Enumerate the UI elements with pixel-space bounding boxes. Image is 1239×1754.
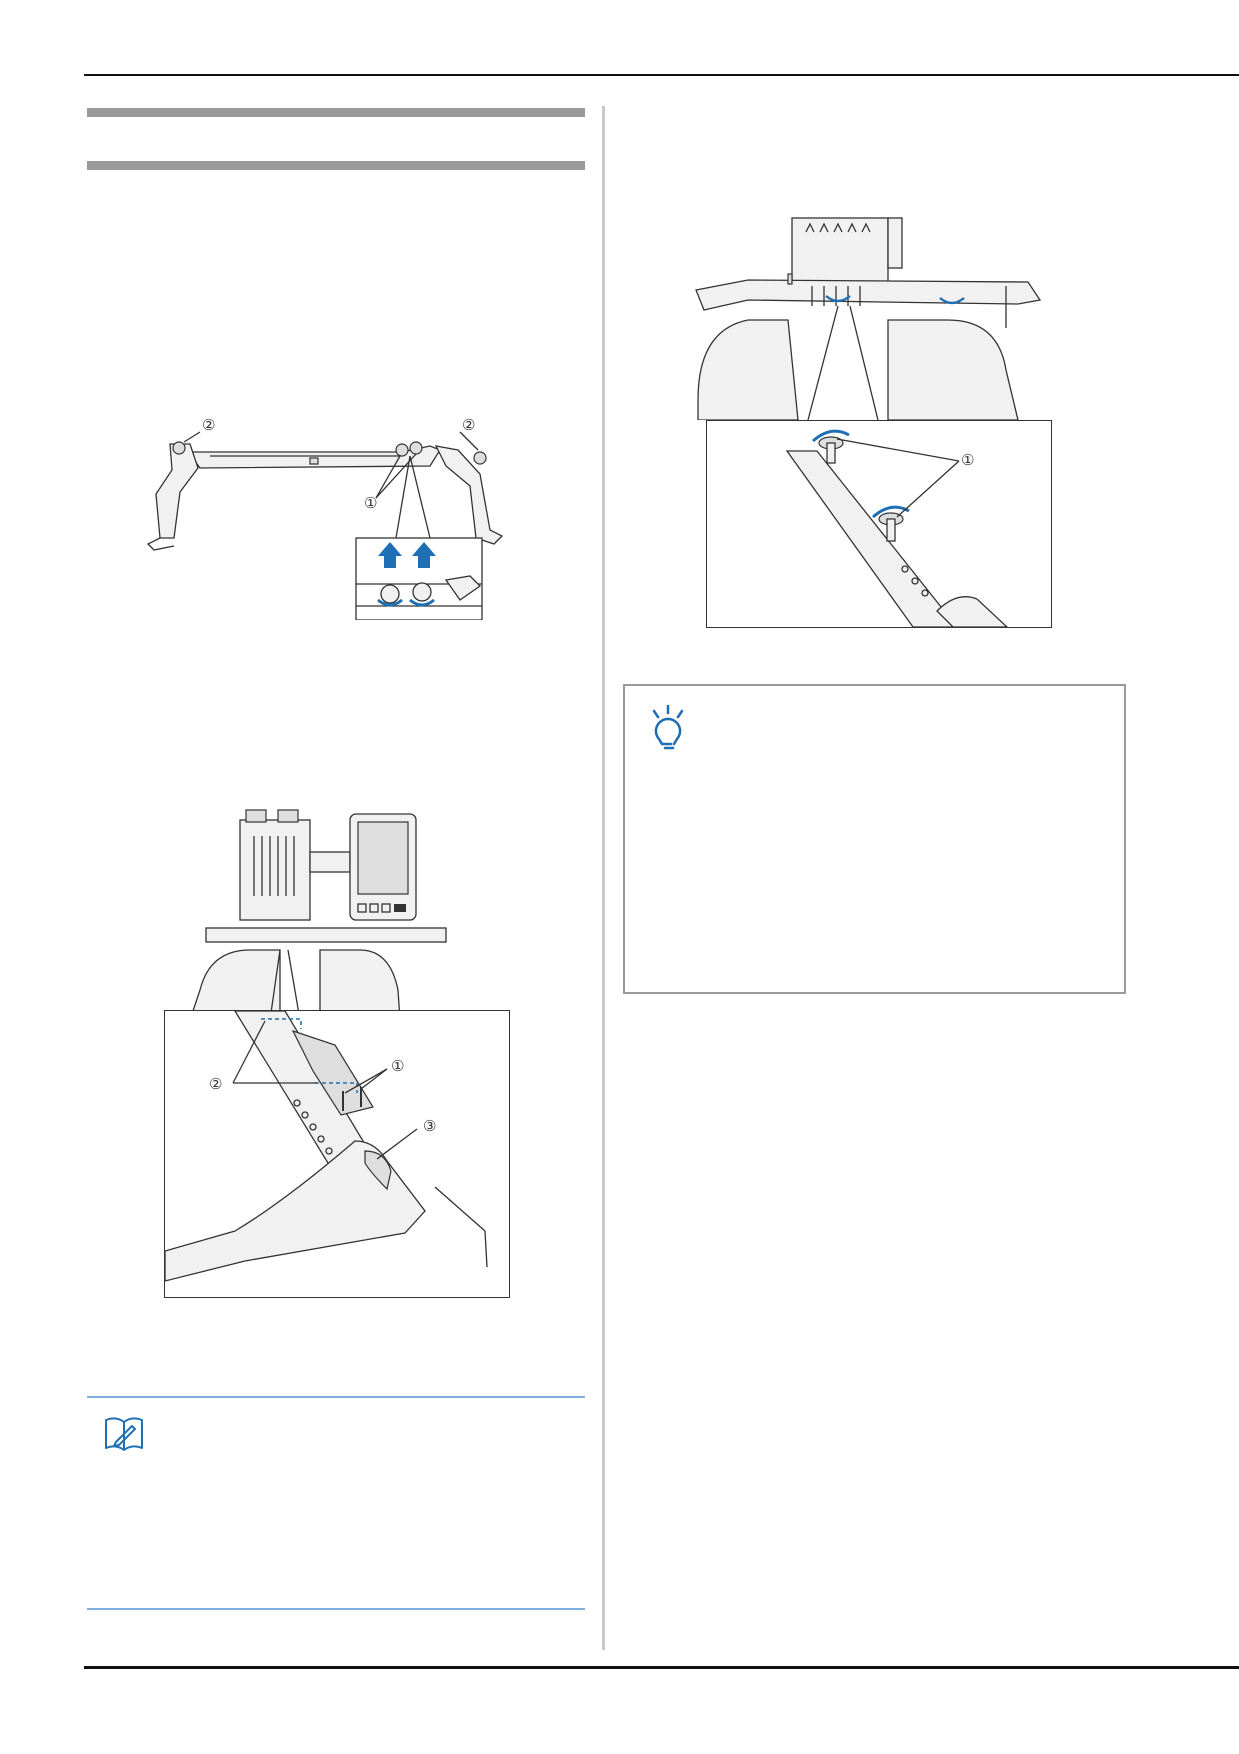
section-heading-bar-top [87, 108, 585, 117]
callout-1-screws: ① [961, 451, 974, 469]
section-heading-bar-bottom [87, 161, 585, 170]
column-divider [602, 106, 605, 1650]
note-box [623, 684, 1126, 994]
figure-machine-attach [170, 800, 510, 1020]
figure-tighten-screws [688, 210, 1058, 420]
callout-3: ③ [423, 1117, 436, 1135]
memo-bottom-rule [87, 1608, 585, 1610]
callout-1: ① [391, 1057, 404, 1075]
callout-2: ② [209, 1075, 222, 1093]
memo-top-rule [87, 1396, 585, 1398]
page-top-rule [84, 74, 1239, 76]
page-bottom-rule [84, 1666, 1239, 1669]
callout-1-knobs: ① [364, 494, 377, 512]
callout-2-left: ② [202, 416, 215, 434]
callout-2-right: ② [462, 416, 475, 434]
lightbulb-icon [645, 704, 691, 754]
figure-tighten-screws-inset: ① [706, 420, 1052, 628]
figure-machine-attach-inset: ② ① ③ [164, 1010, 510, 1298]
memo-pencil-icon [102, 1414, 146, 1454]
figure-frame-holder: ② ② ① [140, 410, 560, 620]
